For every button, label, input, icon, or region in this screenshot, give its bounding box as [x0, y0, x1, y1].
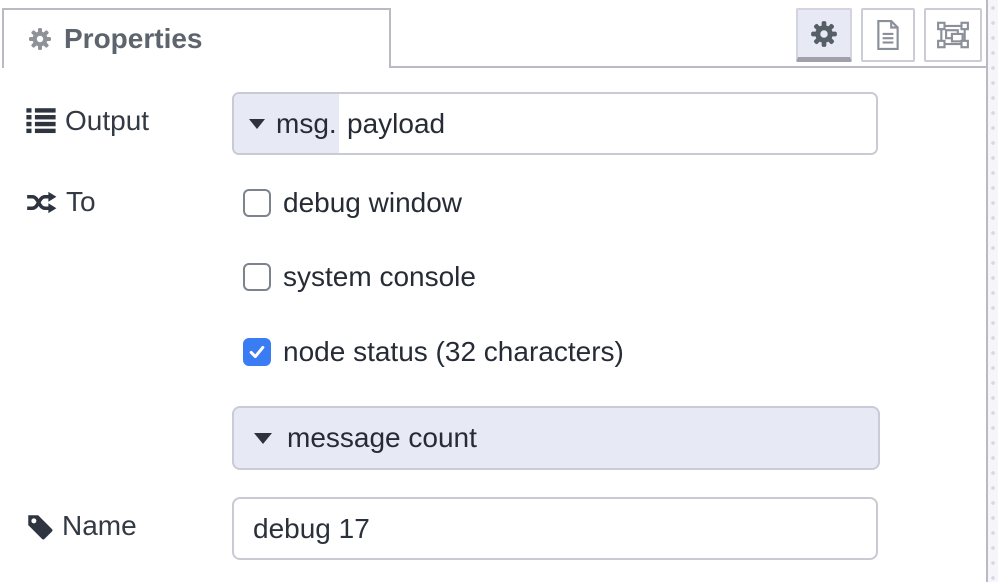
- shuffle-icon: [27, 191, 57, 213]
- node-status-checkbox[interactable]: [243, 338, 271, 366]
- typed-input-type-button[interactable]: msg.: [234, 94, 339, 153]
- edit-dialog-toolbar: [796, 8, 986, 62]
- gear-icon: [29, 28, 51, 50]
- node-status-option: node status (32 characters): [243, 336, 624, 368]
- tag-icon: [28, 514, 53, 539]
- output-typed-input: msg.: [232, 92, 878, 155]
- system-console-checkbox-label[interactable]: system console: [283, 261, 476, 292]
- name-label-text: Name: [62, 510, 137, 541]
- status-type-value: message count: [287, 422, 477, 453]
- debug-window-checkbox-label[interactable]: debug window: [283, 187, 463, 218]
- to-field-label: To: [26, 186, 96, 218]
- check-icon: [249, 345, 265, 359]
- node-status-checkbox-label[interactable]: node status (32 characters): [283, 336, 624, 367]
- edit-properties-button[interactable]: [796, 8, 852, 62]
- chevron-down-icon: [254, 432, 272, 444]
- name-field-label: Name: [26, 510, 137, 542]
- edit-appearance-button[interactable]: [924, 8, 982, 62]
- properties-tab: Properties: [2, 8, 391, 68]
- typed-input-type-label: msg.: [276, 107, 337, 139]
- system-console-option: system console: [243, 261, 476, 293]
- gear-icon: [811, 20, 837, 47]
- chevron-down-icon: [249, 118, 265, 129]
- document-icon: [877, 20, 899, 50]
- name-input[interactable]: [232, 497, 878, 560]
- output-field-label: Output: [26, 105, 149, 137]
- appearance-icon: [937, 21, 969, 49]
- workspace-grid-edge: [988, 0, 998, 582]
- edit-description-button[interactable]: [861, 8, 915, 62]
- debug-window-option: debug window: [243, 187, 462, 219]
- panel-right-border: [986, 0, 988, 582]
- header-divider: [391, 66, 986, 68]
- output-property-input[interactable]: [339, 94, 876, 153]
- system-console-checkbox[interactable]: [243, 263, 271, 291]
- debug-window-checkbox[interactable]: [243, 189, 271, 217]
- status-type-dropdown[interactable]: message count: [232, 406, 880, 470]
- output-label-text: Output: [65, 105, 150, 136]
- properties-tab-label: Properties: [64, 23, 203, 54]
- to-label-text: To: [66, 186, 96, 217]
- list-icon: [26, 108, 56, 134]
